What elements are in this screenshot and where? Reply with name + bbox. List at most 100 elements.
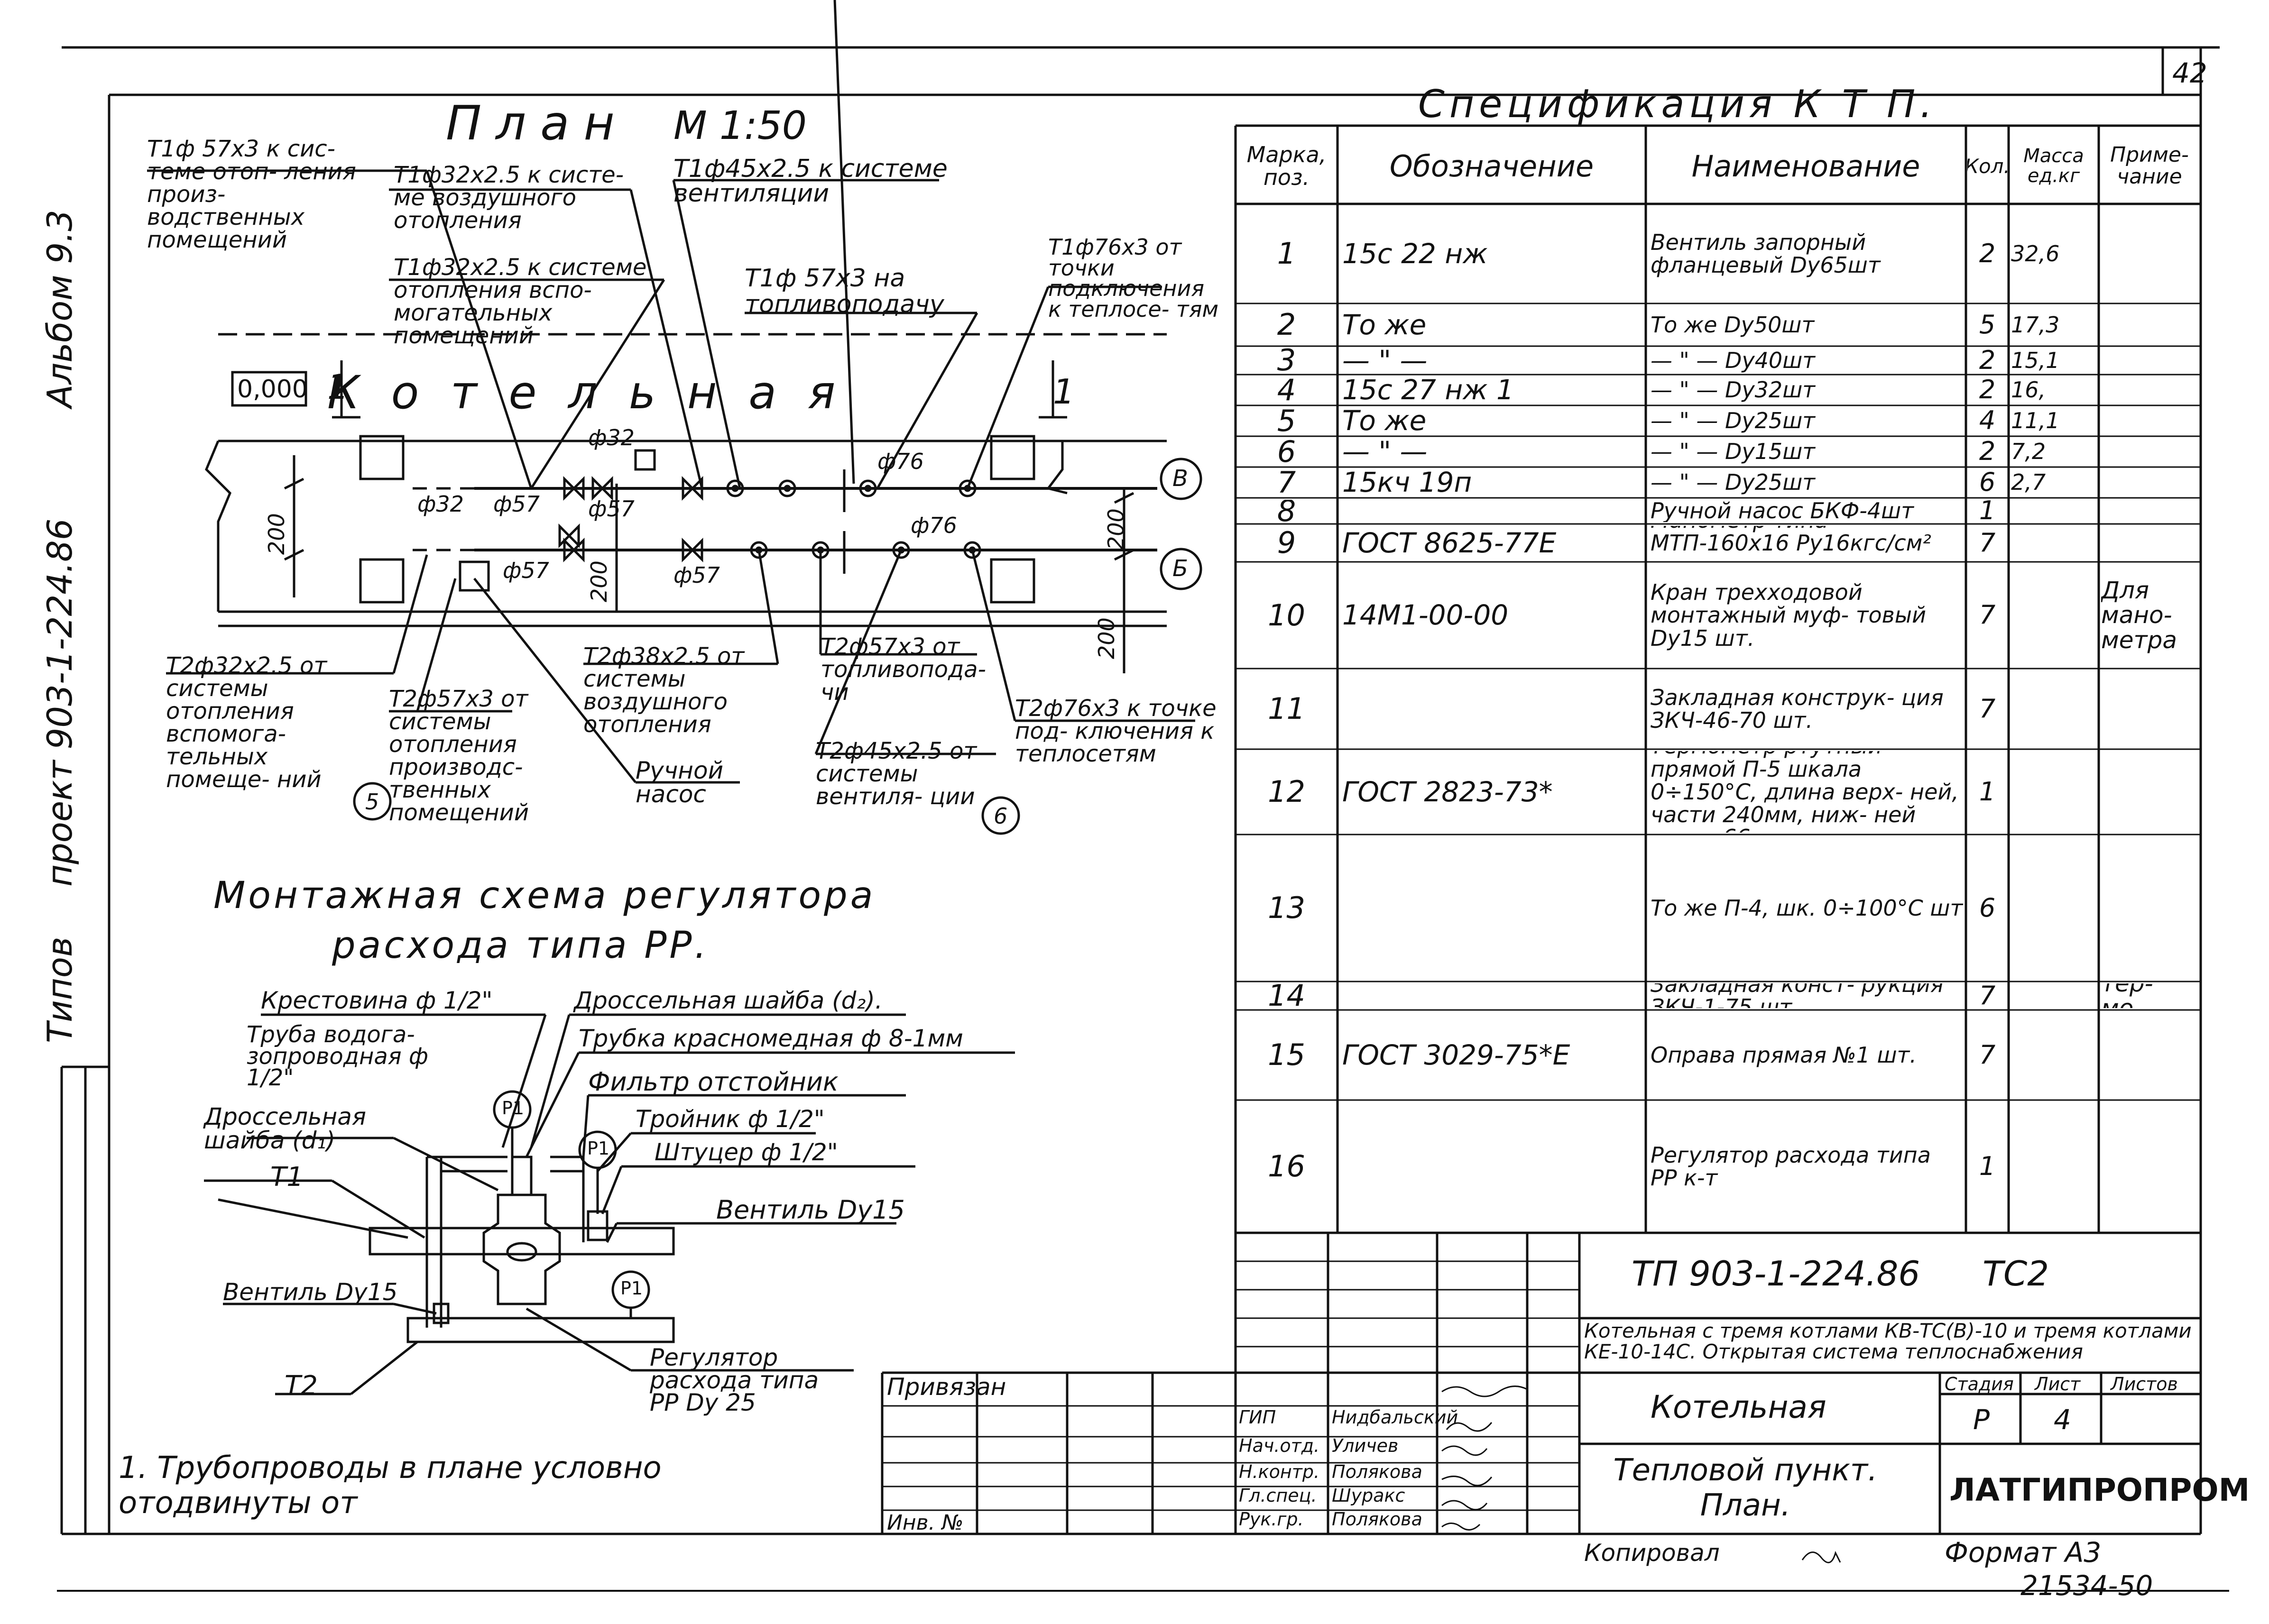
spec-cell-mass [2011, 1012, 2096, 1098]
label-regulator: Регулятор расхода типа РР Dу 25 [650, 1344, 819, 1416]
spec-cell-note [2101, 670, 2198, 747]
spec-cell-des: 15с 27 нж 1 [1342, 376, 1514, 404]
label-truba: Труба водога- зопроводная ф 1/2" [247, 1021, 428, 1092]
label-t2: Т2 [285, 1370, 318, 1401]
spec-cell-mass [2011, 670, 2096, 747]
role-person: Полякова [1332, 1461, 1422, 1482]
label-ventil-left: Вентиль Dу15 [223, 1278, 398, 1306]
spec-cell-name: — " — Dу40шт [1651, 348, 1816, 373]
sheet-value: 4 [2054, 1404, 2071, 1436]
spec-cell-mass: 15,1 [2011, 348, 2060, 373]
spec-cell-name: — " — Dу32шт [1651, 377, 1816, 403]
spec-cell-des: То же [1342, 407, 1427, 434]
role-title: Рук.гр. [1239, 1509, 1304, 1530]
axis-bubble-label: Б [1172, 555, 1188, 582]
spec-cell-des: 14М1-00-00 [1342, 599, 1509, 632]
callout-t1-32-air: Т1ф32х2.5 к систе- ме воздушного отоплен… [394, 162, 624, 234]
copied-label: Копировал [1584, 1539, 1720, 1567]
spec-cell-name: Манометр типа МТП-160х16 Ру16кгс/см² шт [1651, 526, 1931, 560]
spec-cell-mass: 32,6 [2011, 240, 2060, 266]
spec-cell-mass [2011, 836, 2096, 980]
spec-cell-qty: 1 [1979, 500, 1996, 522]
spec-cell-name: Закладная конст- рукция ЗКЧ-1-75 шт. [1651, 983, 1944, 1008]
role-title: Нач.отд. [1239, 1435, 1320, 1456]
callout-t1-57-fuel: Т1ф 57х3 на топливоподачу [745, 264, 944, 319]
spec-cell-qty: 1 [1979, 776, 1996, 807]
spec-cell-qty: 7 [1979, 693, 1996, 724]
spec-cell-pos: 4 [1277, 376, 1296, 404]
spec-cell-note [2101, 206, 2198, 302]
dimension-label: 200 [1103, 508, 1129, 550]
spec-header-note: Приме- чание [2110, 142, 2189, 189]
spec-cell-mass: 7,2 [2011, 439, 2046, 465]
callout-t1-45-vent: Т1ф45х2.5 к системе вентиляции [673, 155, 948, 208]
spec-cell-pos: 12 [1268, 774, 1305, 809]
spec-cell-pos: 13 [1268, 890, 1305, 926]
spec-cell-note [2101, 376, 2198, 404]
spec-cell-qty: 7 [1979, 1039, 1996, 1070]
spec-cell-name: То же П-4, шк. 0÷100°С шт [1651, 895, 1963, 921]
callout-t2-45-vent: Т2ф45х2.5 от системы вентиля- ции [816, 738, 977, 810]
doc-code: ТП 903-1-224.86 [1632, 1254, 1920, 1294]
spec-cell-qty: 2 [1979, 376, 1996, 404]
spec-cell-pos: 8 [1277, 500, 1296, 522]
section-mark-right: 1 [1053, 372, 1075, 412]
spec-cell-mass [2011, 526, 2096, 560]
spec-header-mass: Масса ед.кг [2023, 145, 2084, 187]
spec-cell-pos: 16 [1268, 1149, 1305, 1184]
callout-t2-38: Т2ф38х2.5 от системы воздушного отоплени… [583, 643, 745, 738]
side-album-text: Альбом 9.3 [40, 210, 80, 408]
spec-cell-note [2101, 836, 2198, 980]
spec-cell-mass: 11,1 [2011, 408, 2060, 434]
spec-cell-note [2101, 348, 2198, 373]
bound-label: Привязан [887, 1373, 1006, 1401]
role-person: Полякова [1332, 1509, 1422, 1530]
drawing-title: Тепловой пункт. План. [1613, 1453, 1878, 1523]
diameter-label: ф57 [493, 491, 540, 517]
spec-cell-note [2101, 1012, 2198, 1098]
side-project-text: проект 903-1-224.86 [40, 518, 80, 887]
spec-cell-mass [2011, 983, 2096, 1008]
spec-cell-note [2101, 526, 2198, 560]
spec-cell-des [1342, 836, 1641, 980]
spec-cell-qty: 2 [1979, 348, 1996, 373]
spec-cell-qty: 6 [1979, 469, 1996, 496]
label-t1: Т1 [270, 1162, 304, 1193]
side-typical-text: Типов [40, 936, 80, 1043]
role-person: Нидбальский [1332, 1407, 1458, 1428]
sheet-number: 42 [2172, 57, 2207, 89]
format-label: Формат А3 [1945, 1536, 2102, 1569]
spec-cell-name: Ручной насос БКФ-4шт [1651, 500, 1914, 522]
spec-cell-mass: 17,3 [2011, 312, 2060, 338]
spec-cell-qty: 2 [1979, 438, 1996, 465]
spec-cell-name: Кран трехходовой монтажный муф- товый Dу… [1651, 579, 1926, 651]
spec-cell-qty: 6 [1979, 892, 1996, 923]
node-bubble-label: 5 [365, 789, 379, 815]
callout-t2-76: Т2ф76х3 к точке под- ключения к теплосет… [1015, 695, 1217, 767]
organization-name: ЛАТГИПРОПРОМ [1949, 1472, 2250, 1508]
diameter-label: ф32 [417, 491, 464, 517]
role-title: Гл.спец. [1239, 1485, 1317, 1506]
label-ventil-right: Вентиль Dу15 [716, 1195, 905, 1225]
sheet-code: ТС2 [1983, 1254, 2049, 1294]
spec-cell-name: Вентиль запорный фланцевый Dу65шт [1651, 229, 1881, 278]
section-mark-left: 1 [327, 367, 349, 407]
spec-cell-des [1342, 670, 1641, 747]
spec-cell-pos: 3 [1277, 348, 1296, 373]
project-description: Котельная с тремя котлами КВ-ТС(В)-10 и … [1584, 1319, 2192, 1364]
dimension-label: 200 [1094, 617, 1119, 659]
spec-cell-pos: 10 [1268, 597, 1305, 633]
plan-title: План [446, 95, 629, 151]
spec-cell-pos: 9 [1277, 526, 1296, 560]
level-mark: 0,000 [237, 375, 308, 404]
label-drossel-d1: Дроссельная шайба (d₁) [204, 1103, 366, 1154]
spec-cell-pos: 2 [1277, 307, 1296, 342]
spec-cell-qty: 7 [1979, 527, 1996, 558]
spec-cell-name: Термометр ртутный прямой П-5 шкала 0÷150… [1651, 751, 1959, 833]
spec-cell-des: ГОСТ 3029-75*Е [1342, 1038, 1570, 1071]
label-troinik: Тройник ф 1/2" [636, 1105, 825, 1133]
spec-cell-des: — " — [1342, 438, 1428, 465]
scheme-title-line1: Монтажная схема регулятора [213, 874, 876, 917]
callout-t2-57: Т2ф57х3 от системы отопления производс- … [389, 686, 529, 826]
spec-cell-des: ГОСТ 2823-73* [1342, 775, 1553, 808]
